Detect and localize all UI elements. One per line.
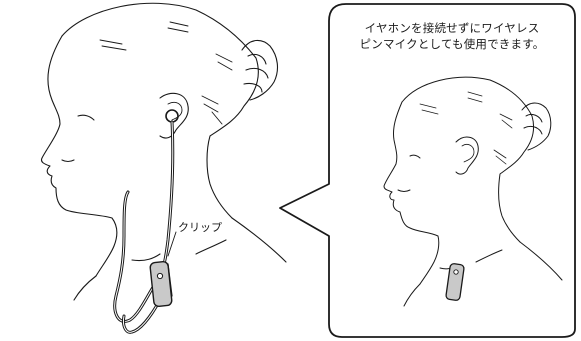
right-ear bbox=[455, 136, 479, 175]
left-ear bbox=[159, 92, 189, 139]
speech-bubble bbox=[279, 3, 576, 338]
left-shoulder bbox=[73, 217, 287, 301]
right-eye bbox=[409, 154, 421, 159]
right-mic-device bbox=[445, 263, 465, 301]
clip-leader-line bbox=[167, 231, 177, 257]
left-figure bbox=[40, 2, 287, 334]
callout-line-1: イヤホンを接続せずにワイヤレス bbox=[364, 21, 540, 35]
callout-text: イヤホンを接続せずにワイヤレス ピンマイクとしても使用できます。 bbox=[336, 20, 568, 52]
right-figure bbox=[383, 76, 563, 307]
left-head-outline bbox=[40, 35, 118, 277]
left-ear-inner bbox=[167, 101, 183, 121]
left-mouth bbox=[61, 159, 75, 163]
right-bun-curls bbox=[523, 113, 543, 135]
right-bun bbox=[521, 102, 552, 151]
right-mouth bbox=[397, 189, 411, 192]
earphone-cable-inner bbox=[159, 121, 174, 277]
mic-device-button bbox=[156, 272, 164, 280]
left-back-head bbox=[61, 2, 259, 219]
cable-loop-inner bbox=[114, 191, 161, 322]
left-bun bbox=[241, 39, 279, 101]
right-ear-inner bbox=[461, 144, 475, 163]
right-back-head bbox=[401, 76, 535, 243]
clip-label: クリップ bbox=[178, 221, 222, 234]
right-shoulder bbox=[403, 241, 563, 307]
left-hair-strokes bbox=[99, 21, 233, 125]
left-bun-curls bbox=[243, 53, 269, 93]
callout-line-2: ピンマイクとしても使用できます。 bbox=[359, 37, 545, 51]
right-hair-strokes bbox=[419, 91, 513, 165]
right-mic-device-button bbox=[453, 269, 459, 275]
left-eye bbox=[77, 114, 95, 121]
cable-loop-2-inner bbox=[123, 299, 161, 333]
right-head-outline bbox=[383, 101, 440, 285]
mic-device-clip bbox=[167, 263, 173, 297]
left-collar bbox=[131, 239, 227, 262]
